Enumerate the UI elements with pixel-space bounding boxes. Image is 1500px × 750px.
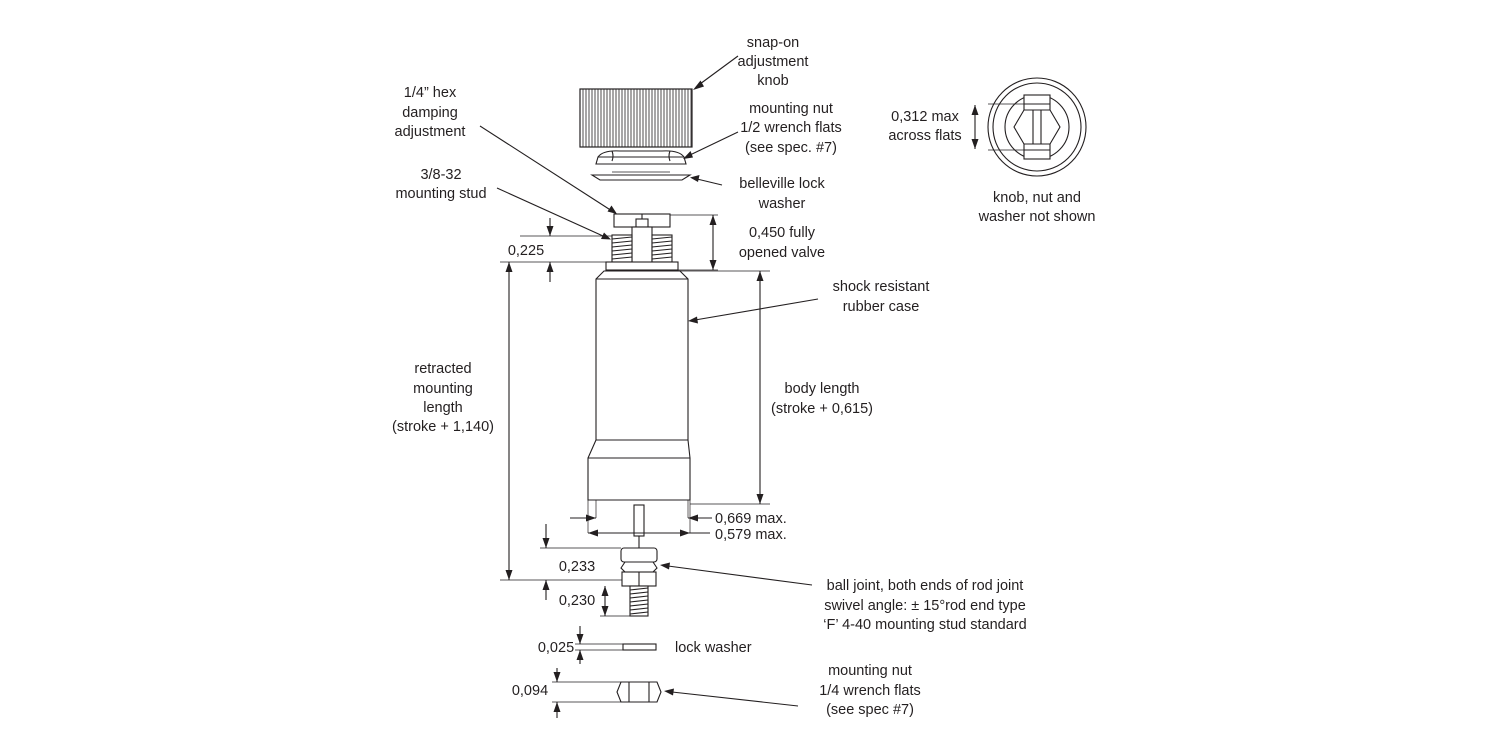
label-across-flats: 0,312 max across flats	[888, 109, 961, 144]
hex-label-3: adjustment	[395, 124, 466, 140]
top-view	[971, 77, 1087, 177]
label-stud: 3/8-32 mounting stud	[395, 167, 486, 202]
mounting-stud-threads	[605, 234, 679, 271]
nut-top-label-1: mounting nut	[749, 101, 833, 117]
dim-0233	[540, 524, 621, 600]
flats-label-2: across flats	[888, 128, 961, 144]
body-label-2: (stroke + 0,615)	[771, 401, 873, 417]
rubber-case-body	[587, 270, 691, 501]
dim-retracted	[500, 262, 622, 581]
dim-0025	[575, 626, 623, 664]
label-mounting-nut-bottom: mounting nut 1/4 wrench flats (see spec …	[819, 663, 921, 718]
not-shown-label-2: washer not shown	[978, 209, 1096, 225]
label-rubber-case: shock resistant rubber case	[833, 279, 930, 315]
retracted-label-2: mounting	[413, 381, 473, 397]
stud-label-2: mounting stud	[395, 186, 486, 202]
not-shown-label-1: knob, nut and	[993, 190, 1081, 206]
dim-0450	[670, 214, 718, 271]
dim-0230-label: 0,230	[559, 593, 595, 609]
nut-bottom-label-1: mounting nut	[828, 663, 912, 679]
dim-0669-label: 0,669 max.	[715, 511, 787, 527]
dim-0669-0579	[570, 500, 712, 537]
lock-washer-label: lock washer	[675, 640, 752, 656]
dim-0025-label: 0,025	[538, 640, 574, 656]
label-retracted: retracted mounting length (stroke + 1,14…	[392, 361, 494, 435]
label-belleville: belleville lock washer	[739, 176, 825, 212]
lock-washer-part	[622, 643, 657, 651]
label-valve: 0,450 fully opened valve	[739, 225, 825, 261]
dim-0094	[552, 668, 621, 718]
dim-0094-label: 0,094	[512, 683, 548, 699]
nut-top-label-3: (see spec. #7)	[745, 140, 837, 156]
dim-body-length	[680, 270, 770, 505]
bottom-mounting-nut	[616, 681, 662, 703]
knob-label-1: snap-on	[747, 35, 799, 51]
case-label-1: shock resistant	[833, 279, 930, 295]
dim-0225	[500, 218, 612, 282]
nut-bottom-label-3: (see spec #7)	[826, 702, 914, 718]
stud-label-1: 3/8-32	[420, 167, 461, 183]
nut-top-label-2: 1/2 wrench flats	[740, 120, 842, 136]
label-body-length: body length (stroke + 0,615)	[771, 381, 873, 417]
label-hex-damping: 1/4” hex damping adjustment	[395, 85, 466, 140]
label-knob: snap-on adjustment knob	[738, 35, 809, 89]
dim-0225-label: 0,225	[508, 243, 544, 259]
label-not-shown: knob, nut and washer not shown	[978, 190, 1096, 225]
dim-0579-label: 0,579 max.	[715, 527, 787, 543]
belleville-label-2: washer	[758, 196, 806, 212]
retracted-label-3: length	[423, 400, 463, 416]
dim-0233-label: 0,233	[559, 559, 595, 575]
retracted-label-4: (stroke + 1,140)	[392, 419, 494, 435]
nut-bottom-label-2: 1/4 wrench flats	[819, 683, 921, 699]
label-mounting-nut-top: mounting nut 1/2 wrench flats (see spec.…	[740, 101, 842, 156]
body-label-1: body length	[785, 381, 860, 397]
hex-label-2: damping	[402, 105, 458, 121]
knob-label-2: adjustment	[738, 54, 809, 70]
valve-label-1: 0,450 fully	[749, 225, 816, 241]
valve-label-2: opened valve	[739, 245, 825, 261]
ball-label-2: swivel angle: ± 15°rod end type	[824, 598, 1026, 614]
ball-label-3: ‘F’ 4-40 mounting stud standard	[823, 617, 1026, 633]
dim-0230	[600, 586, 630, 617]
label-ball-joint: ball joint, both ends of rod joint swive…	[823, 578, 1026, 633]
top-mounting-nut	[595, 150, 687, 165]
adjustment-knob	[579, 88, 693, 148]
belleville-label-1: belleville lock	[739, 176, 825, 192]
hex-label-1: 1/4” hex	[404, 85, 457, 101]
case-label-2: rubber case	[843, 299, 920, 315]
ball-joint	[620, 547, 658, 617]
knob-label-3: knob	[757, 73, 788, 89]
flats-label-1: 0,312 max	[891, 109, 959, 125]
piston-rod	[633, 504, 645, 548]
retracted-label-1: retracted	[414, 361, 471, 377]
ball-label-1: ball joint, both ends of rod joint	[827, 578, 1024, 594]
belleville-washer	[590, 171, 692, 181]
leader-lines	[479, 55, 819, 707]
